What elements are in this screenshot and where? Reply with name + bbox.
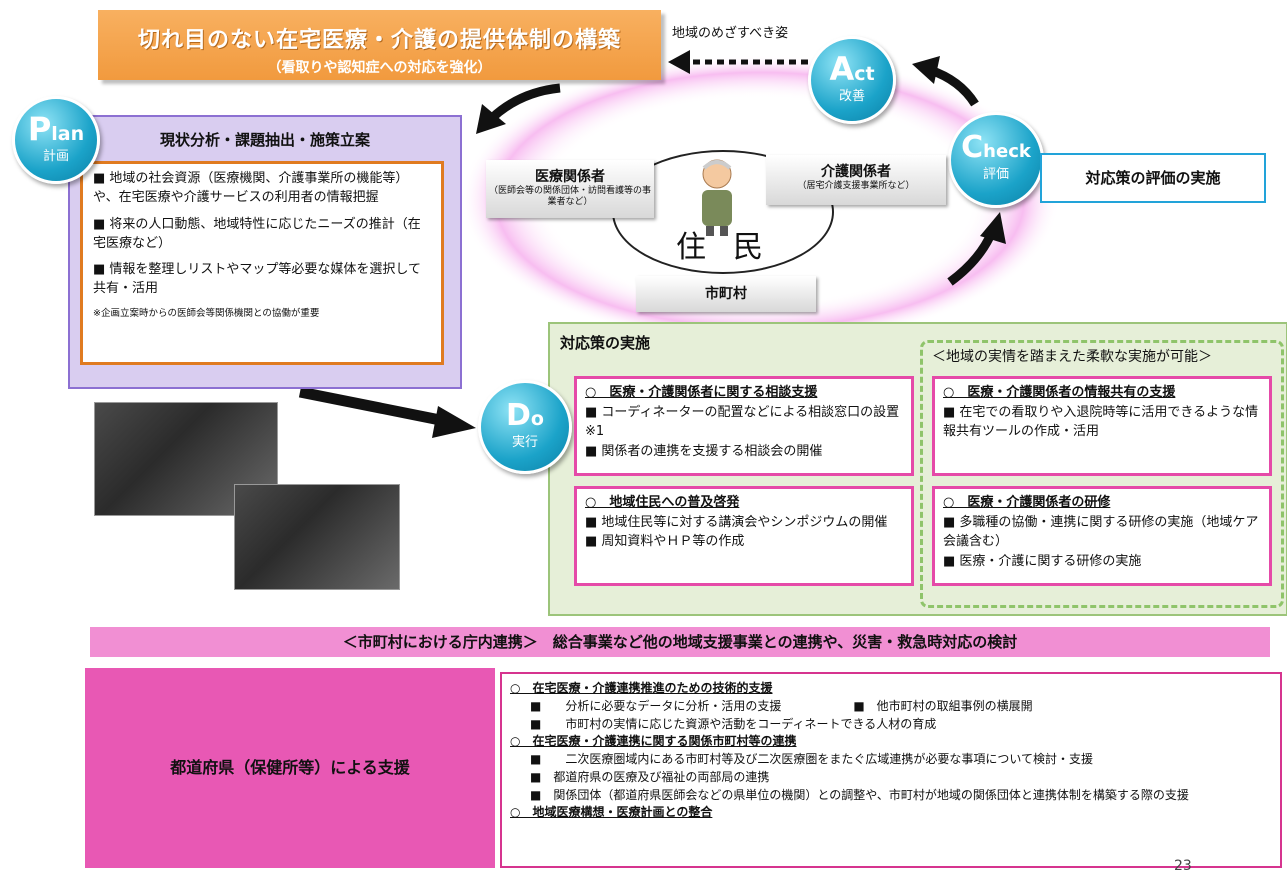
care-card: 介護関係者 （居宅介護支援事業所など）: [766, 155, 946, 205]
pref-heading: ○ 地域医療構想・医療計画との整合: [510, 805, 713, 820]
do-card-training: ○ 医療・介護関係者の研修 ■ 多職種の協働・連携に関する研修の実施（地域ケア会…: [932, 486, 1272, 586]
medical-card: 医療関係者 （医師会等の関係団体・訪問看護等の事業者など）: [486, 160, 654, 218]
plan-heading: 現状分析・課題抽出・施策立案: [159, 131, 370, 149]
do-letter: D: [506, 398, 531, 433]
plan-box: 現状分析・課題抽出・施策立案 ■ 地域の社会資源（医療機関、介護事業所の機能等）…: [68, 115, 462, 389]
do-title: 対応策の実施: [560, 334, 651, 352]
pref-item: ■ 関係団体（都道府県医師会などの県単位の機関）との調整や、市町村が地域の関係団…: [530, 787, 1189, 802]
plan-item: ■ 将来の人口動態、地域特性に応じたニーズの推計（在宅医療など）: [93, 216, 421, 251]
meeting-photo-2: [234, 484, 400, 590]
do-card-line: ■ 多職種の協働・連携に関する研修の実施（地域ケア会議含む）: [943, 514, 1259, 550]
do-card-heading: ○ 医療・介護関係者の研修: [943, 495, 1111, 510]
page-number: 23: [1174, 858, 1192, 874]
check-letter: C: [961, 130, 984, 165]
check-circle: Check 評価: [948, 112, 1044, 208]
plan-to-do-arrow: [298, 386, 442, 426]
municipal-coordination-bar: ＜市町村における庁内連携＞ 総合事業など他の地域支援事業との連携や、災害・救急時…: [90, 627, 1270, 657]
check-jp: 評価: [982, 167, 1009, 182]
elder-person-icon: [702, 159, 732, 236]
plan-item: ■ 地域の社会資源（医療機関、介護事業所の機能等）や、在宅医療や介護サービスの利…: [93, 171, 409, 205]
do-rest: o: [530, 408, 544, 430]
residents-char-1: 住: [676, 230, 706, 265]
title-sub: （看取りや認知症への対応を強化）: [267, 60, 492, 76]
do-card-line: ■ 医療・介護に関する研修の実施: [943, 553, 1142, 569]
act-rest: ct: [854, 63, 875, 85]
prefecture-support-list: ○ 在宅医療・介護連携推進のための技術的支援 ■ 分析に必要なデータに分析・活用…: [500, 672, 1282, 868]
pref-item: ■ 都道府県の医療及び福祉の両部局の連携: [530, 769, 770, 784]
flexible-label: ＜地域の実情を踏まえた柔軟な実施が可能＞: [932, 349, 1212, 365]
plan-jp: 計画: [42, 149, 69, 164]
do-card-outreach: ○ 地域住民への普及啓発 ■ 地域住民等に対する講演会やシンポジウムの開催 ■ …: [574, 486, 914, 586]
check-rest: heck: [983, 141, 1031, 162]
pref-item: ■ 分析に必要なデータに分析・活用の支援 ■ 他市町村の取組事例の横展開: [530, 698, 1033, 713]
title-main: 切れ目のない在宅医療・介護の提供体制の構築: [137, 28, 621, 53]
municipality-card: 市町村: [636, 276, 816, 312]
medical-sub: （医師会等の関係団体・訪問看護等の事業者など）: [488, 186, 651, 207]
pref-heading: ○ 在宅医療・介護連携推進のための技術的支援: [510, 681, 773, 695]
prefecture-label: 都道府県（保健所等）による支援: [85, 668, 495, 868]
do-card-line: ■ 関係者の連携を支援する相談会の開催: [585, 443, 823, 459]
care-label: 介護関係者: [821, 164, 891, 180]
goal-to-plan-arrow: [488, 83, 561, 122]
act-circle: Act 改善: [808, 36, 896, 124]
do-card-heading: ○ 地域住民への普及啓発: [585, 495, 740, 510]
plan-rest: lan: [51, 123, 85, 145]
medical-label: 医療関係者: [535, 169, 605, 185]
do-card-line: ■ 在宅での看取りや入退院時等に活用できるような情報共有ツールの作成・活用: [943, 404, 1259, 440]
do-jp: 実行: [511, 435, 538, 450]
act-jp: 改善: [838, 89, 865, 104]
do-card-line: ■ 周知資料やＨＰ等の作成: [585, 534, 745, 549]
care-sub: （居宅介護支援事業所など）: [797, 181, 915, 191]
municipality-label: 市町村: [705, 286, 747, 302]
plan-letter: P: [27, 110, 52, 148]
check-label: 対応策の評価の実施: [1040, 153, 1266, 203]
plan-note: ※企画立案時からの医師会等関係機関との協働が重要: [93, 308, 320, 320]
do-card-consult: ○ 医療・介護関係者に関する相談支援 ■ コーディネーターの配置などによる相談窓…: [574, 376, 914, 476]
pref-item: ■ 市町村の実情に応じた資源や活動をコーディネートできる人材の育成: [530, 716, 937, 731]
flexible-area: [920, 340, 1284, 608]
plan-item: ■ 情報を整理しリストやマップ等必要な媒体を選択して共有・活用: [93, 262, 422, 297]
do-card-line: ■ コーディネーターの配置などによる相談窓口の設置※1: [585, 404, 900, 440]
pref-item: ■ 二次医療圏域内にある市町村等及び二次医療圏をまたぐ広域連携が必要な事項につい…: [530, 752, 1093, 766]
do-card-heading: ○ 医療・介護関係者の情報共有の支援: [943, 385, 1176, 400]
do-card-line: ■ 地域住民等に対する講演会やシンポジウムの開催: [585, 514, 888, 530]
plan-circle: Plan 計画: [12, 96, 100, 184]
goal-label: 地域のめざすべき姿: [672, 26, 789, 41]
residents-char-2: 民: [733, 230, 763, 265]
do-circle: Do 実行: [478, 380, 572, 474]
plan-items-box: ■ 地域の社会資源（医療機関、介護事業所の機能等）や、在宅医療や介護サービスの利…: [80, 161, 444, 365]
do-card-heading: ○ 医療・介護関係者に関する相談支援: [585, 385, 818, 400]
do-card-info-share: ○ 医療・介護関係者の情報共有の支援 ■ 在宅での看取りや入退院時等に活用できる…: [932, 376, 1272, 476]
pref-heading: ○ 在宅医療・介護連携に関する関係市町村等の連携: [510, 734, 797, 749]
title-banner: 切れ目のない在宅医療・介護の提供体制の構築 （看取りや認知症への対応を強化）: [98, 10, 661, 80]
act-letter: A: [829, 50, 855, 88]
